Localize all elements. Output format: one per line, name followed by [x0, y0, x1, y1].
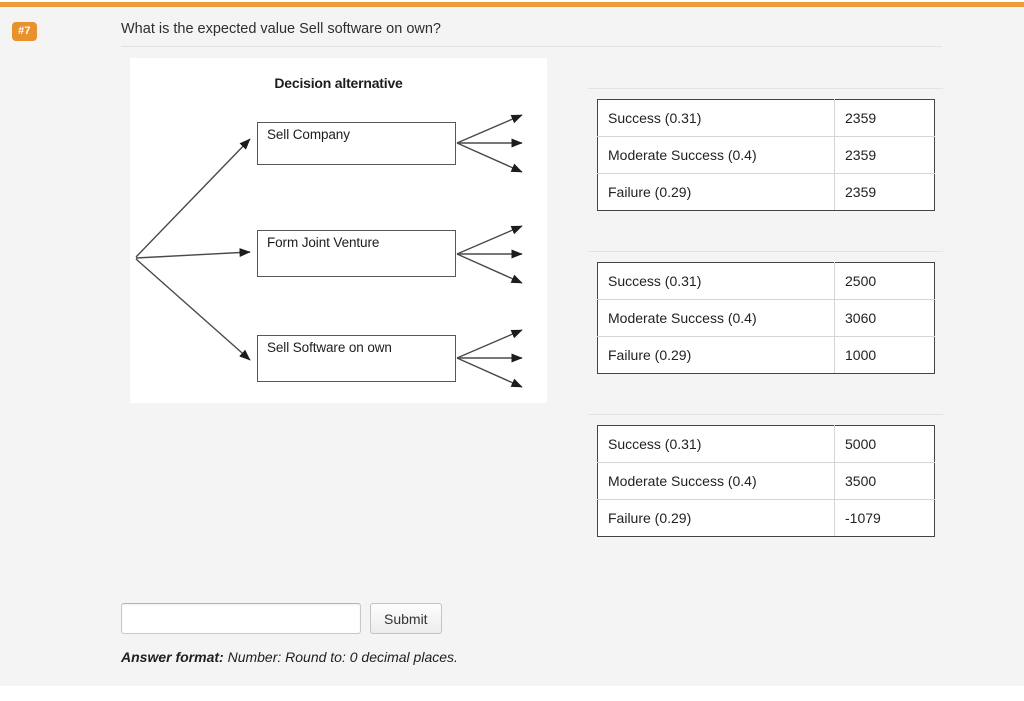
node-label: Form Joint Venture	[267, 235, 380, 250]
node-form-joint-venture: Form Joint Venture	[257, 230, 456, 277]
value-cell: 2359	[834, 173, 935, 211]
table-row: Moderate Success (0.4) 3500	[597, 462, 935, 500]
value-cell: 3060	[834, 299, 935, 337]
table-divider	[588, 414, 943, 415]
node-label: Sell Software on own	[267, 340, 392, 355]
outcome-cell: Success (0.31)	[597, 99, 835, 137]
outcome-cell: Failure (0.29)	[597, 336, 835, 374]
answer-format-label: Answer format:	[121, 649, 224, 665]
answer-format-text: Number: Round to: 0 decimal places.	[223, 649, 458, 665]
decision-tree-edges	[135, 114, 523, 388]
answer-format-hint: Answer format: Number: Round to: 0 decim…	[121, 649, 458, 665]
table-row: Failure (0.29) -1079	[597, 499, 935, 537]
value-cell: 5000	[834, 425, 935, 463]
node-sell-software-on-own: Sell Software on own	[257, 335, 456, 382]
table-divider	[588, 251, 943, 252]
outcome-cell: Moderate Success (0.4)	[597, 299, 835, 337]
payoff-table-group-sell-software-on-own: Success (0.31) 5000 Moderate Success (0.…	[588, 414, 943, 539]
value-cell: 1000	[834, 336, 935, 374]
table-row: Success (0.31) 5000	[597, 425, 935, 463]
payoff-table-group-sell-company: Success (0.31) 2359 Moderate Success (0.…	[588, 88, 943, 213]
accent-top-bar	[0, 2, 1024, 7]
table-row: Moderate Success (0.4) 3060	[597, 299, 935, 337]
diagram-title: Decision alternative	[274, 75, 403, 91]
value-cell: 2500	[834, 262, 935, 300]
outcome-cell: Success (0.31)	[597, 425, 835, 463]
payoff-table: Success (0.31) 5000 Moderate Success (0.…	[597, 425, 935, 537]
outcome-cell: Success (0.31)	[597, 262, 835, 300]
value-cell: -1079	[834, 499, 935, 537]
table-row: Failure (0.29) 1000	[597, 336, 935, 374]
node-label: Sell Company	[267, 127, 350, 142]
table-row: Success (0.31) 2359	[597, 99, 935, 137]
value-cell: 2359	[834, 136, 935, 174]
decision-tree-diagram: Decision alternative	[130, 58, 547, 403]
question-number-badge: #7	[12, 22, 37, 41]
question-divider	[121, 46, 942, 47]
question-prompt: What is the expected value Sell software…	[121, 21, 441, 37]
payoff-table: Success (0.31) 2359 Moderate Success (0.…	[597, 99, 935, 211]
table-row: Failure (0.29) 2359	[597, 173, 935, 211]
answer-input[interactable]	[121, 603, 361, 634]
table-row: Moderate Success (0.4) 2359	[597, 136, 935, 174]
outcome-cell: Moderate Success (0.4)	[597, 136, 835, 174]
table-row: Success (0.31) 2500	[597, 262, 935, 300]
outcome-cell: Moderate Success (0.4)	[597, 462, 835, 500]
payoff-table: Success (0.31) 2500 Moderate Success (0.…	[597, 262, 935, 374]
submit-button[interactable]: Submit	[370, 603, 442, 634]
answer-row: Submit	[121, 603, 442, 634]
value-cell: 3500	[834, 462, 935, 500]
table-divider	[588, 88, 943, 89]
node-sell-company: Sell Company	[257, 122, 456, 165]
payoff-table-group-form-joint-venture: Success (0.31) 2500 Moderate Success (0.…	[588, 251, 943, 376]
outcome-cell: Failure (0.29)	[597, 173, 835, 211]
outcome-cell: Failure (0.29)	[597, 499, 835, 537]
value-cell: 2359	[834, 99, 935, 137]
